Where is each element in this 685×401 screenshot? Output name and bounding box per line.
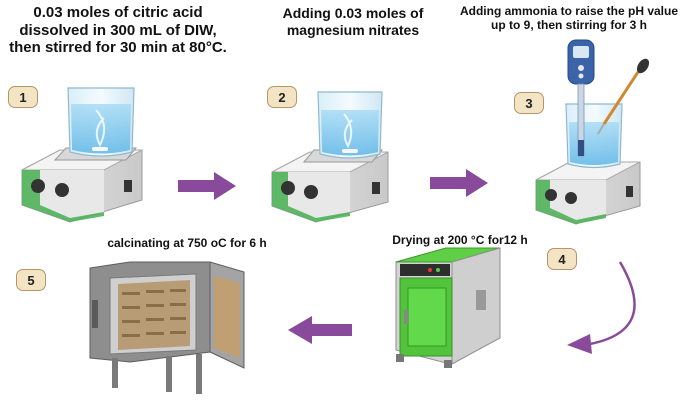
dropper-icon xyxy=(597,58,650,135)
step-2-text: Adding 0.03 moles of magnesium nitrates xyxy=(282,5,424,38)
arrow-icon xyxy=(178,172,236,200)
step-5-text: calcinating at 750 oC for 6 h xyxy=(107,236,267,250)
beaker-icon xyxy=(565,103,623,169)
step-4-badge: 4 xyxy=(547,248,577,270)
beaker-icon xyxy=(317,91,383,159)
hot-plate-stirrer-icon xyxy=(271,149,389,223)
step-4-text: Drying at 200 °C for12 h xyxy=(392,233,528,247)
step-2-badge: 2 xyxy=(267,86,297,108)
ph-meter-icon xyxy=(567,39,595,157)
step-3-text: Adding ammonia to raise the pH value up … xyxy=(459,4,679,33)
hot-plate-stirrer-icon xyxy=(21,147,143,223)
arrow-icon xyxy=(567,261,636,354)
beaker-icon xyxy=(67,87,135,157)
step-3-badge: 3 xyxy=(514,92,544,114)
hot-plate-stirrer-icon xyxy=(535,161,641,225)
arrow-icon xyxy=(288,316,352,344)
drying-oven-icon xyxy=(395,247,501,368)
step-1-text: 0.03 moles of citric acid dissolved in 3… xyxy=(9,4,227,57)
arrow-icon xyxy=(430,169,488,197)
step-1-badge: 1 xyxy=(8,86,38,108)
furnace-icon xyxy=(89,261,245,394)
step-5-badge: 5 xyxy=(16,269,46,291)
